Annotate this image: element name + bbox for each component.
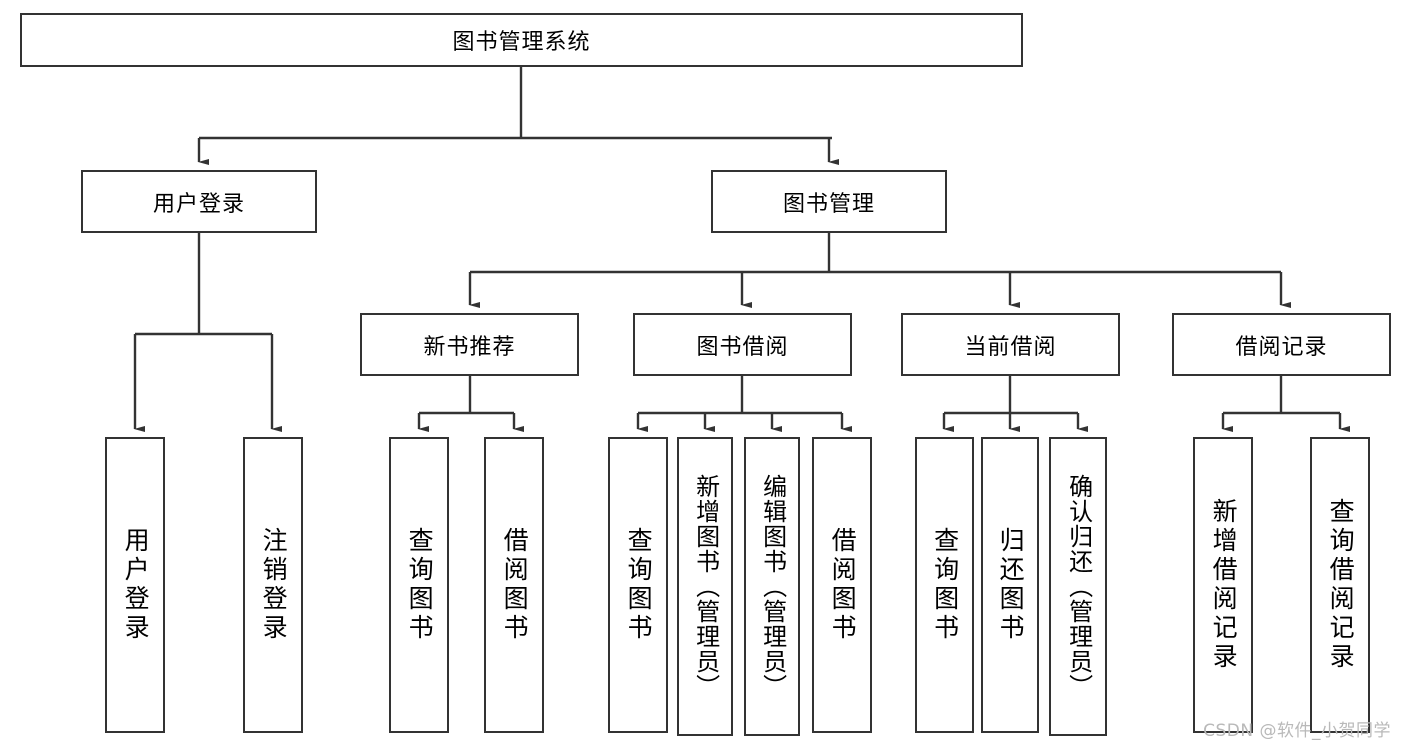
leaf-add-book-admin[interactable]: 新增图书（管理员） (677, 437, 733, 736)
node-book-manage[interactable]: 图书管理 (711, 170, 947, 233)
leaf-confirm-return-admin[interactable]: 确认归还（管理员） (1049, 437, 1107, 736)
leaf-user-login[interactable]: 用户登录 (105, 437, 165, 733)
leaf-logout[interactable]: 注销登录 (243, 437, 303, 733)
leaf-edit-book-admin[interactable]: 编辑图书（管理员） (744, 437, 800, 736)
leaf-query-book-recommend[interactable]: 查询图书 (389, 437, 449, 733)
leaf-borrow-book-recommend[interactable]: 借阅图书 (484, 437, 544, 733)
leaf-borrow-book[interactable]: 借阅图书 (812, 437, 872, 733)
node-root[interactable]: 图书管理系统 (20, 13, 1023, 67)
leaf-return-book[interactable]: 归还图书 (981, 437, 1039, 733)
node-user-login[interactable]: 用户登录 (81, 170, 317, 233)
node-new-book-recommend[interactable]: 新书推荐 (360, 313, 579, 376)
node-borrow-record[interactable]: 借阅记录 (1172, 313, 1391, 376)
leaf-query-borrow-record[interactable]: 查询借阅记录 (1310, 437, 1370, 733)
node-book-borrow[interactable]: 图书借阅 (633, 313, 852, 376)
watermark-text: CSDN @软件_小贺同学 (1203, 721, 1391, 741)
leaf-query-book-borrow[interactable]: 查询图书 (608, 437, 668, 733)
leaf-query-book-current[interactable]: 查询图书 (915, 437, 974, 733)
leaf-add-borrow-record[interactable]: 新增借阅记录 (1193, 437, 1253, 733)
node-current-borrow[interactable]: 当前借阅 (901, 313, 1120, 376)
